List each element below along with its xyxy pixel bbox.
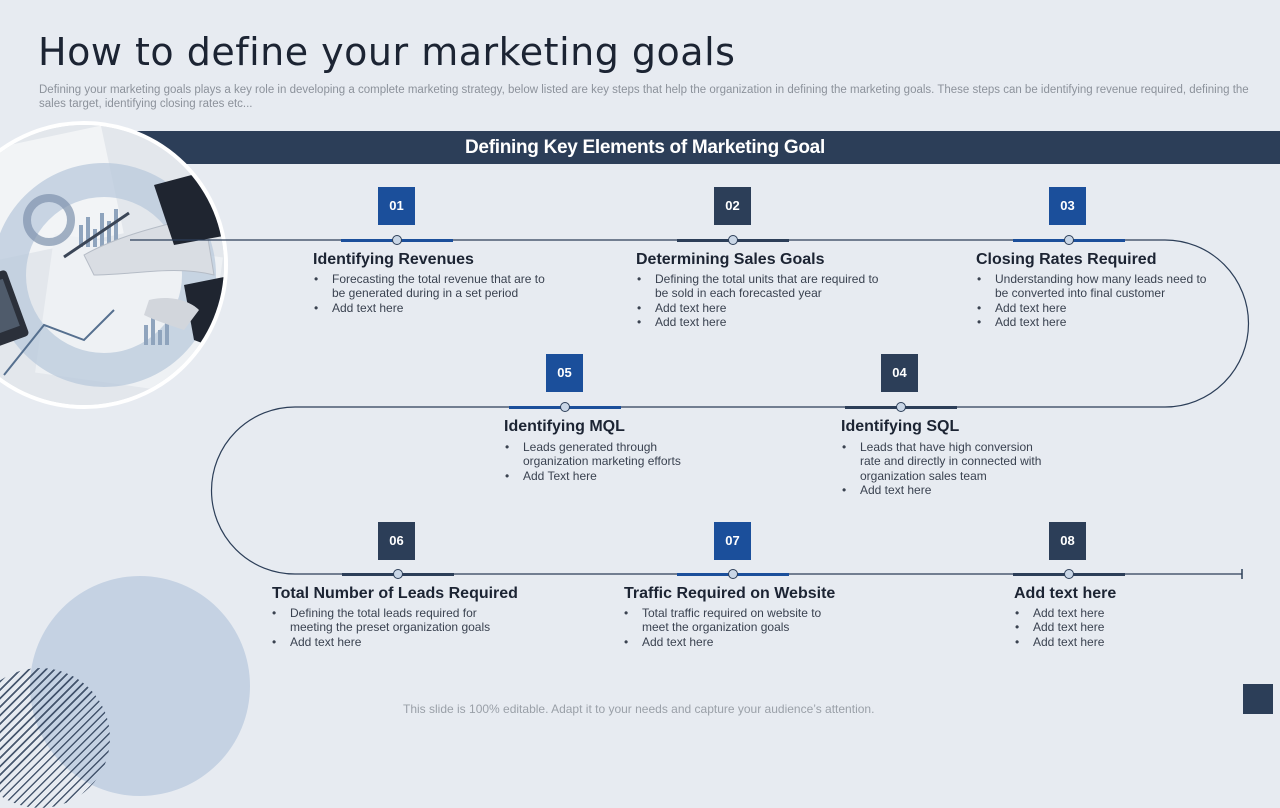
step-08-badge: 08 bbox=[1049, 522, 1086, 560]
step-02-bullets: Defining the total units that are requir… bbox=[636, 272, 886, 330]
step-06-bullet: Defining the total leads required for me… bbox=[271, 606, 511, 635]
step-05-bullet: Add Text here bbox=[504, 469, 704, 484]
step-03-title: Closing Rates Required bbox=[976, 251, 1157, 268]
step-04-title: Identifying SQL bbox=[841, 418, 960, 435]
step-01-title: Identifying Revenues bbox=[313, 251, 474, 268]
step-01-node bbox=[392, 235, 402, 245]
step-05-badge: 05 bbox=[546, 354, 583, 392]
step-08-bullets: Add text here Add text here Add text her… bbox=[1014, 606, 1214, 650]
business-photo bbox=[0, 121, 228, 409]
step-06-title: Total Number of Leads Required bbox=[272, 585, 518, 602]
step-03-node bbox=[1064, 235, 1074, 245]
step-01-bullets: Forecasting the total revenue that are t… bbox=[313, 272, 553, 316]
step-04-bullet: Add text here bbox=[841, 483, 1046, 498]
step-02-node bbox=[728, 235, 738, 245]
step-03-bullet: Add text here bbox=[976, 315, 1216, 330]
step-04-bullet: Leads that have high conversion rate and… bbox=[841, 440, 1046, 483]
footer-note: This slide is 100% editable. Adapt it to… bbox=[403, 702, 875, 716]
step-04-bullets: Leads that have high conversion rate and… bbox=[841, 440, 1046, 498]
step-05-title: Identifying MQL bbox=[504, 418, 625, 435]
step-02-badge: 02 bbox=[714, 187, 751, 225]
step-07-title: Traffic Required on Website bbox=[624, 585, 836, 602]
step-08-title: Add text here bbox=[1014, 585, 1117, 602]
step-08-bullet: Add text here bbox=[1014, 635, 1214, 650]
step-08-node bbox=[1064, 569, 1074, 579]
step-03-bullet: Add text here bbox=[976, 301, 1216, 316]
step-07-bullet: Total traffic required on website to mee… bbox=[623, 606, 838, 635]
step-05-node bbox=[560, 402, 570, 412]
page-subtitle: Defining your marketing goals plays a ke… bbox=[39, 84, 1249, 110]
page-title: How to define your marketing goals bbox=[38, 30, 736, 74]
corner-decoration bbox=[1243, 684, 1273, 714]
step-08-bullet: Add text here bbox=[1014, 606, 1214, 621]
banner-title: Defining Key Elements of Marketing Goal bbox=[465, 137, 825, 158]
step-01-badge: 01 bbox=[378, 187, 415, 225]
step-07-bullet: Add text here bbox=[623, 635, 838, 650]
step-04-badge: 04 bbox=[881, 354, 918, 392]
business-photo-illustration bbox=[0, 125, 224, 405]
step-03-bullets: Understanding how many leads need to be … bbox=[976, 272, 1216, 330]
step-07-badge: 07 bbox=[714, 522, 751, 560]
step-02-title: Determining Sales Goals bbox=[636, 251, 825, 268]
step-02-bullet: Add text here bbox=[636, 301, 886, 316]
step-01-bullet: Add text here bbox=[313, 301, 553, 316]
step-01-bullet: Forecasting the total revenue that are t… bbox=[313, 272, 553, 301]
step-06-bullets: Defining the total leads required for me… bbox=[271, 606, 511, 650]
step-07-node bbox=[728, 569, 738, 579]
step-05-bullets: Leads generated through organization mar… bbox=[504, 440, 704, 484]
step-05-bullet: Leads generated through organization mar… bbox=[504, 440, 704, 469]
step-03-badge: 03 bbox=[1049, 187, 1086, 225]
step-02-bullet: Defining the total units that are requir… bbox=[636, 272, 886, 301]
step-06-badge: 06 bbox=[378, 522, 415, 560]
step-03-bullet: Understanding how many leads need to be … bbox=[976, 272, 1216, 301]
section-banner: Defining Key Elements of Marketing Goal bbox=[130, 131, 1280, 164]
step-06-bullet: Add text here bbox=[271, 635, 511, 650]
step-04-node bbox=[896, 402, 906, 412]
step-08-bullet: Add text here bbox=[1014, 620, 1214, 635]
step-06-node bbox=[393, 569, 403, 579]
step-07-bullets: Total traffic required on website to mee… bbox=[623, 606, 838, 650]
step-02-bullet: Add text here bbox=[636, 315, 886, 330]
